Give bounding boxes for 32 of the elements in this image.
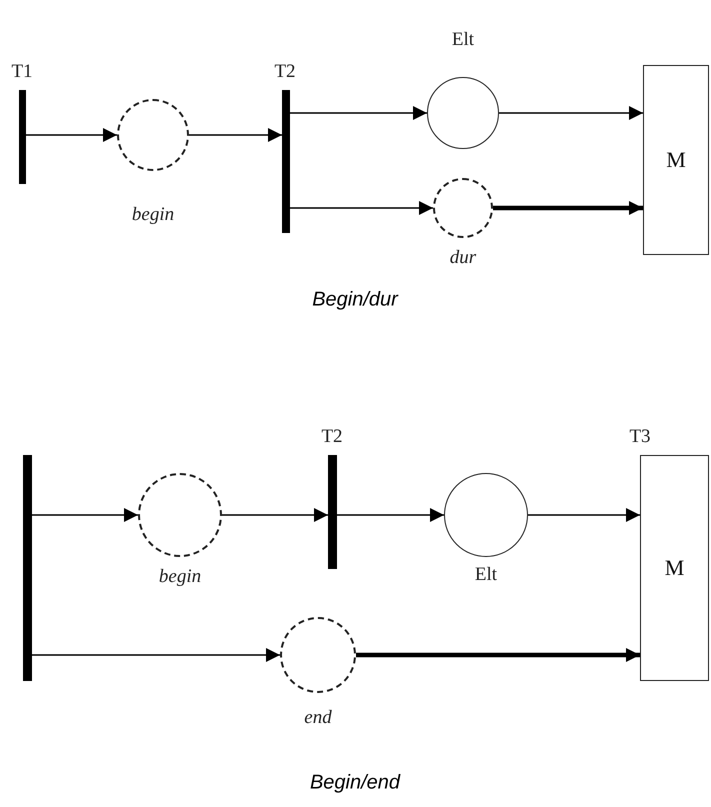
node-label: M xyxy=(666,147,686,173)
node-caption: Elt xyxy=(474,564,498,586)
node-caption: T3 xyxy=(629,426,651,448)
thick-arrow xyxy=(356,648,640,662)
diagram-caption: Begin/dur xyxy=(312,288,398,312)
node-caption: T2 xyxy=(321,426,343,448)
transition-bar xyxy=(19,90,26,184)
node-caption: begin xyxy=(132,204,174,226)
node-caption: T2 xyxy=(274,61,296,83)
transition-bar xyxy=(282,90,290,233)
diagram-caption: Begin/end xyxy=(310,772,400,794)
node-label: M xyxy=(664,555,684,581)
node-caption: begin xyxy=(158,566,202,588)
module-box xyxy=(643,65,709,255)
thick-arrow xyxy=(493,201,643,215)
transition-bar xyxy=(328,455,337,569)
arrow xyxy=(32,508,138,522)
arrow xyxy=(499,106,643,120)
arrow xyxy=(189,128,282,142)
arrow xyxy=(290,106,427,120)
transition-bar xyxy=(23,455,32,681)
arrow xyxy=(528,508,640,522)
arrow xyxy=(32,648,280,662)
node-caption: dur xyxy=(450,247,476,269)
module-box xyxy=(640,455,709,681)
node-caption: end xyxy=(304,707,332,729)
arrow xyxy=(290,201,433,215)
arrow xyxy=(26,128,117,142)
arrow xyxy=(337,508,444,522)
node-caption: Elt xyxy=(452,29,474,51)
arrow xyxy=(222,508,328,522)
node-caption: T1 xyxy=(11,61,33,83)
